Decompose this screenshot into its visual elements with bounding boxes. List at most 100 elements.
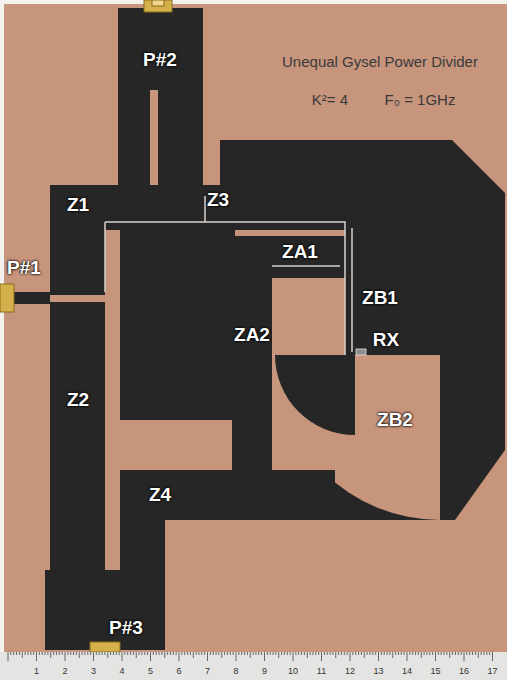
board-title: Unequal Gysel Power Divider — [282, 54, 478, 71]
ruler-tick — [255, 652, 256, 655]
ruler-number: 7 — [205, 667, 210, 677]
sma-top — [144, 0, 172, 12]
ruler-tick — [110, 652, 111, 655]
ruler-tick — [84, 652, 85, 655]
feed-thin — [204, 196, 206, 222]
ruler-tick — [141, 652, 142, 655]
ruler-tick — [438, 652, 439, 655]
ruler-tick — [409, 652, 410, 655]
z1-line — [50, 185, 105, 295]
label-holder: 4 — [119, 660, 124, 678]
ruler-tick — [304, 652, 305, 655]
ruler-tick — [153, 652, 154, 655]
ruler-tick — [56, 652, 57, 655]
port-label: P#3 — [109, 618, 143, 639]
ruler-number: 5 — [148, 667, 153, 677]
ruler-number: 9 — [262, 667, 267, 677]
label-holder: P#1 — [7, 258, 41, 279]
label-holder: 14 — [402, 660, 412, 678]
ruler-tick — [290, 652, 291, 655]
board-text: F₀ = 1GHz — [385, 92, 456, 109]
ruler-tick — [275, 652, 276, 655]
ruler-tick — [426, 652, 427, 655]
ruler-tick — [278, 652, 279, 658]
impedance-label: ZB1 — [362, 288, 398, 309]
ruler-tick — [338, 652, 339, 655]
ruler-number: 11 — [317, 667, 326, 677]
z1-thin — [104, 222, 106, 292]
zb-ring — [220, 140, 505, 520]
ruler-tick — [8, 652, 9, 661]
ruler-number: 13 — [373, 667, 383, 677]
label-holder: 6 — [176, 660, 181, 678]
ruler-tick — [466, 652, 467, 655]
impedance-label: ZB2 — [377, 410, 413, 431]
ruler-tick — [361, 652, 362, 655]
ruler-number: 3 — [91, 667, 96, 677]
copper-board — [4, 4, 507, 652]
ruler-tick — [458, 652, 459, 655]
ruler-tick — [196, 652, 197, 655]
ruler-tick — [389, 652, 390, 655]
ruler-tick — [449, 652, 450, 658]
ruler-tick — [10, 652, 11, 655]
ruler-tick — [446, 652, 447, 655]
ruler-tick — [375, 652, 376, 655]
ruler-tick — [150, 652, 151, 661]
ruler-tick — [213, 652, 214, 655]
ruler-tick — [116, 652, 117, 655]
ruler-tick — [179, 652, 180, 661]
label-holder: 10 — [288, 660, 298, 678]
ruler-number: 14 — [402, 667, 412, 677]
port-label: P#2 — [143, 50, 177, 71]
ruler-tick — [173, 652, 174, 655]
ruler-number: 6 — [176, 667, 181, 677]
ruler-tick — [130, 652, 131, 655]
ruler-tick — [161, 652, 162, 655]
ruler-tick — [247, 652, 248, 655]
ruler-tick — [407, 652, 408, 661]
trace-layer — [10, 8, 505, 650]
ruler-tick — [284, 652, 285, 655]
ruler-tick — [70, 652, 71, 655]
impedance-label: Z1 — [67, 195, 89, 216]
trace-layer-2 — [120, 236, 355, 520]
ruler-tick — [424, 652, 425, 655]
ruler-tick — [335, 652, 336, 658]
ruler-tick — [144, 652, 145, 655]
ruler-number: 4 — [119, 667, 124, 677]
ruler-tick — [87, 652, 88, 655]
label-holder: 9 — [262, 660, 267, 678]
ruler-tick — [164, 652, 165, 658]
sma-connectors — [0, 0, 172, 652]
ruler-tick — [384, 652, 385, 655]
ruler-tick — [93, 652, 94, 661]
ruler-tick — [293, 652, 294, 661]
ruler-tick — [113, 652, 114, 655]
board-text: K²= 4 — [312, 92, 348, 109]
ruler-tick — [310, 652, 311, 655]
ruler-tick — [79, 652, 80, 658]
z4-line — [120, 470, 335, 520]
ruler-tick — [364, 652, 365, 658]
zb1-thin — [351, 228, 353, 352]
ruler-tick — [464, 652, 465, 661]
label-holder: 12 — [345, 660, 355, 678]
ruler-tick — [475, 652, 476, 655]
ruler-tick — [221, 652, 222, 658]
ruler-tick — [352, 652, 353, 655]
ruler-tick — [187, 652, 188, 655]
ruler-tick — [295, 652, 296, 655]
impedance-label: ZA2 — [234, 325, 270, 346]
ruler-ticks — [8, 652, 493, 661]
ruler-tick — [387, 652, 388, 655]
ruler-tick — [218, 652, 219, 655]
ruler-tick — [270, 652, 271, 655]
ruler-tick — [489, 652, 490, 655]
ruler-tick — [127, 652, 128, 655]
ruler-tick — [236, 652, 237, 661]
resistor-symbol — [356, 349, 366, 355]
ruler-tick — [233, 652, 234, 655]
ruler-tick — [469, 652, 470, 655]
ruler-number: 17 — [487, 667, 497, 677]
